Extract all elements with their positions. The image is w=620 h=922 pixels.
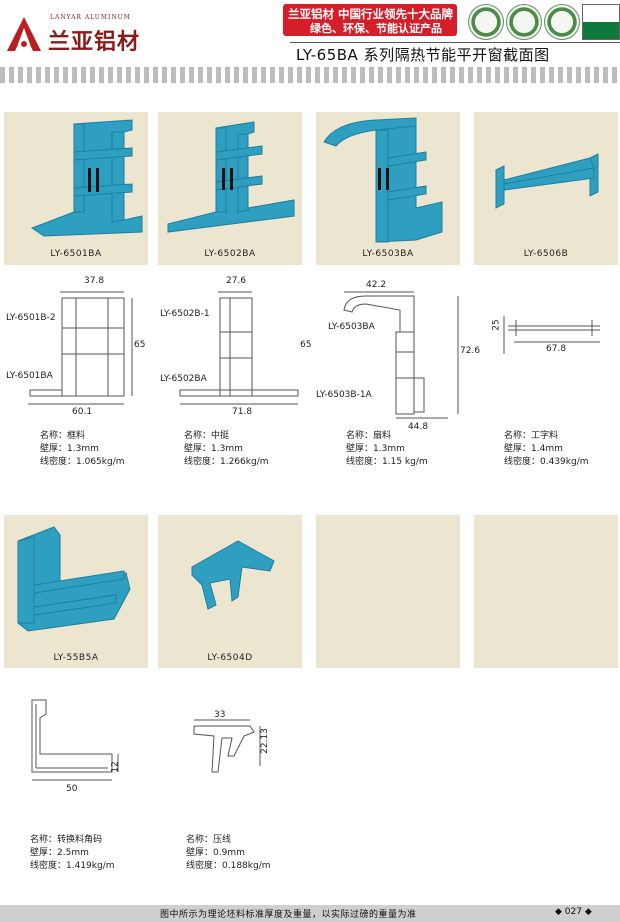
spec-wall-thickness: 壁厚：1.4mm <box>504 444 563 454</box>
dimension-label: 50 <box>66 784 78 794</box>
product-panel: LY-6503BA <box>316 112 460 265</box>
part-code-label: LY-6502BA <box>160 374 207 384</box>
brand-slogan-1: 兰亚铝材 中国行业领先十大品牌 <box>288 7 454 21</box>
spec-block: 名称：中挺 壁厚：1.3mm 线密度：1.266kg/m <box>184 430 269 469</box>
product-code: LY-6502BA <box>204 249 256 259</box>
certification-seal-icon <box>506 4 542 40</box>
logo-icon <box>7 17 41 51</box>
product-panel-empty <box>474 515 618 668</box>
section-drawing-6503BA <box>343 291 459 419</box>
spec-name: 名称：转换料角码 <box>30 835 103 845</box>
spec-linear-density: 线密度：1.419kg/m <box>30 861 115 871</box>
spec-wall-thickness: 壁厚：1.3mm <box>184 444 243 454</box>
page-number: ◆ 027 ◆ <box>555 907 592 917</box>
title-divider <box>290 42 620 43</box>
certification-seal-icon <box>468 4 504 40</box>
dimension-label: 37.8 <box>84 276 105 286</box>
dimension-label: 72.6 <box>460 346 481 356</box>
spec-wall-thickness: 壁厚：0.9mm <box>186 848 245 858</box>
part-code-label: LY-6501BA <box>6 371 53 381</box>
spec-linear-density: 线密度：0.439kg/m <box>504 457 589 467</box>
dimension-label: 71.8 <box>232 407 253 417</box>
dimension-label: 27.6 <box>226 276 247 286</box>
dimension-label: 12 <box>110 761 121 773</box>
spec-name: 名称：中挺 <box>184 431 230 441</box>
product-panel: LY-55B5A <box>4 515 148 668</box>
page-header: LANYAR ALUMINUM 兰亚铝材 兰亚铝材 中国行业领先十大品牌 绿色、… <box>0 0 620 64</box>
certification-seal-icon <box>544 4 580 40</box>
spec-name: 名称：扇料 <box>346 431 392 441</box>
page-footer <box>0 905 620 922</box>
profile-render-icon <box>495 153 599 209</box>
spec-linear-density: 线密度：0.188kg/m <box>186 861 271 871</box>
dimension-label: 22.13 <box>259 728 270 754</box>
dimension-label: 44.8 <box>408 422 429 432</box>
profile-render-icon <box>167 121 295 233</box>
spec-block: 名称：框料 壁厚：1.3mm 线密度：1.065kg/m <box>40 430 125 469</box>
section-drawing-6502BA <box>179 291 299 405</box>
logo-chinese: 兰亚铝材 <box>48 29 141 55</box>
dimension-label: 65 <box>300 340 312 350</box>
spec-wall-thickness: 壁厚：1.3mm <box>346 444 405 454</box>
product-panel: LY-6506B <box>474 112 618 265</box>
decorative-stripes <box>0 67 620 83</box>
dimension-label: 42.2 <box>366 280 387 290</box>
footer-note: 图中所示为理论坯料标准厚度及重量，以实际过磅的重量为准 <box>160 910 417 920</box>
part-code-label: LY-6503B-1A <box>316 390 372 400</box>
profile-render-icon <box>17 526 131 632</box>
dimension-label: 67.8 <box>546 344 567 354</box>
spec-linear-density: 线密度：1.15 kg/m <box>346 457 428 467</box>
section-drawing-55B5A <box>31 699 119 781</box>
dimension-label: 60.1 <box>72 407 93 417</box>
product-panel: LY-6504D <box>158 515 302 668</box>
section-drawing-6506B <box>503 316 600 354</box>
spec-name: 名称：工字料 <box>504 431 559 441</box>
dimension-label: 25 <box>491 319 502 331</box>
product-panel: LY-6502BA <box>158 112 302 265</box>
profile-render-icon <box>30 119 143 237</box>
part-code-label: LY-6502B-1 <box>160 309 210 319</box>
spec-linear-density: 线密度：1.065kg/m <box>40 457 125 467</box>
dimension-label: 33 <box>214 710 226 720</box>
part-code-label: LY-6501B-2 <box>6 313 56 323</box>
spec-block: 名称：工字料 壁厚：1.4mm 线密度：0.439kg/m <box>504 430 589 469</box>
profile-render-icon <box>191 540 275 610</box>
spec-block: 名称：转换料角码 壁厚：2.5mm 线密度：1.419kg/m <box>30 834 115 873</box>
page-title: LY-65BA 系列隔热节能平开窗截面图 <box>296 46 550 64</box>
spec-wall-thickness: 壁厚：1.3mm <box>40 444 99 454</box>
green-label-icon <box>582 4 620 40</box>
spec-block: 名称：扇料 壁厚：1.3mm 线密度：1.15 kg/m <box>346 430 428 469</box>
product-panel-empty <box>316 515 460 668</box>
product-panel: LY-6501BA <box>4 112 148 265</box>
dimension-label: 65 <box>134 340 146 350</box>
product-code: LY-55B5A <box>53 653 99 663</box>
brand-banner <box>283 4 457 36</box>
spec-linear-density: 线密度：1.266kg/m <box>184 457 269 467</box>
brand-slogan-2: 绿色、环保、节能认证产品 <box>310 22 442 35</box>
product-code: LY-6504D <box>207 653 253 663</box>
profile-render-icon <box>323 117 443 243</box>
part-code-label: LY-6503BA <box>328 322 375 332</box>
section-drawing-6501BA <box>28 291 133 405</box>
spec-name: 名称：压线 <box>186 835 232 845</box>
product-code: LY-6503BA <box>362 249 414 259</box>
logo-english: LANYAR ALUMINUM <box>50 14 131 21</box>
spec-wall-thickness: 壁厚：2.5mm <box>30 848 89 858</box>
product-code: LY-6506B <box>523 249 569 259</box>
spec-block: 名称：压线 壁厚：0.9mm 线密度：0.188kg/m <box>186 834 271 873</box>
section-drawing-6504D <box>193 719 261 773</box>
product-code: LY-6501BA <box>50 249 102 259</box>
spec-name: 名称：框料 <box>40 431 86 441</box>
